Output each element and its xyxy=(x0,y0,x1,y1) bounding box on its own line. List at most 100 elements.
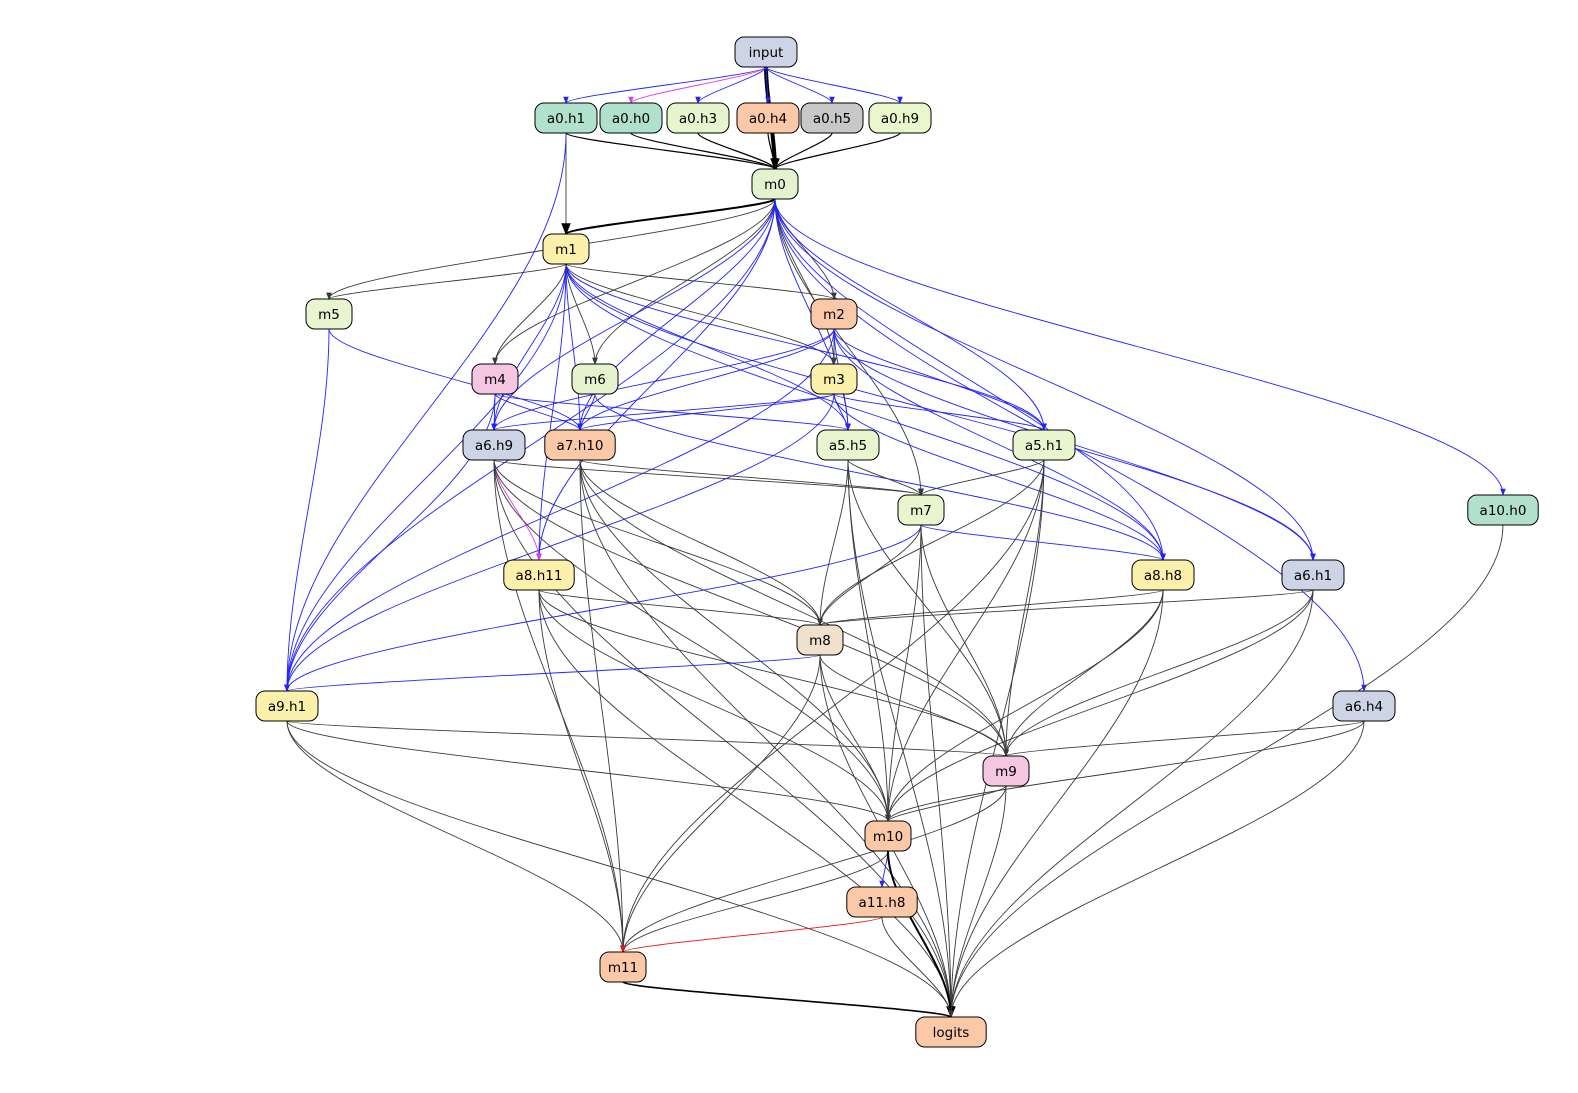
edge-m9-to-logits xyxy=(948,785,1007,1018)
node-a0-h4: a0.h4 xyxy=(736,102,800,134)
edge-a6.h4-to-m9 xyxy=(1003,720,1365,757)
node-a8-h11: a8.h11 xyxy=(503,559,575,591)
edge-m7-to-m9 xyxy=(920,524,1009,757)
node-box xyxy=(666,102,730,134)
node-logits: logits xyxy=(915,1016,987,1048)
edge-m0-to-a6.h1 xyxy=(774,198,1316,561)
edge-a11.h8-to-m11 xyxy=(620,916,883,953)
node-m8: m8 xyxy=(796,624,844,656)
node-a7-h10: a7.h10 xyxy=(544,429,616,461)
edge-a5.h5-to-m8 xyxy=(817,459,849,626)
edge-a10.h0-to-logits xyxy=(948,524,1504,1018)
edge-m4-to-a7.h10 xyxy=(494,393,583,431)
edge-a6.h1-to-m9 xyxy=(1003,589,1314,757)
node-m2: m2 xyxy=(810,298,858,330)
edge-a7.h10-to-m10 xyxy=(579,459,891,822)
node-label: a5.h1 xyxy=(1025,438,1063,454)
edge-a5.h1-to-m11 xyxy=(620,459,1045,953)
node-box xyxy=(810,298,858,330)
node-box xyxy=(534,102,598,134)
edge-m7-to-m10 xyxy=(885,524,922,822)
edge-m8-to-m9 xyxy=(819,654,1009,757)
node-label: logits xyxy=(933,1025,970,1041)
node-box xyxy=(599,951,647,983)
node-label: m2 xyxy=(823,307,845,323)
node-label: input xyxy=(749,45,784,61)
edge-m5-to-a9.h1 xyxy=(284,328,330,692)
edge-m0-to-a9.h1 xyxy=(284,198,776,692)
edge-m5-to-a7.h10 xyxy=(328,328,583,431)
edge-input-to-a0.h1 xyxy=(563,66,767,104)
node-label: a5.h5 xyxy=(829,438,867,454)
edge-a7.h10-to-m9 xyxy=(579,459,1009,757)
edge-a8.h11-to-logits xyxy=(538,589,954,1018)
node-box xyxy=(542,233,590,265)
edge-a7.h10-to-logits xyxy=(579,459,954,1018)
node-m6: m6 xyxy=(571,363,619,395)
edge-m0-to-a8.h11 xyxy=(536,198,776,561)
node-box xyxy=(734,36,798,68)
node-label: m5 xyxy=(318,307,340,323)
edge-a6.h4-to-m10 xyxy=(885,720,1365,822)
node-box xyxy=(800,102,864,134)
edge-a6.h9-to-m7 xyxy=(493,459,924,496)
edge-m9-to-m11 xyxy=(620,785,1007,953)
node-box xyxy=(868,102,932,134)
edge-m3-to-a5.h1 xyxy=(833,393,1047,431)
edge-m0-to-m2 xyxy=(774,198,837,300)
edge-a0.h1-to-m0 xyxy=(565,132,778,170)
edge-m11-to-logits xyxy=(622,981,954,1018)
node-label: m8 xyxy=(809,633,831,649)
edge-m1-to-m6 xyxy=(565,263,598,365)
edge-m0-to-a5.h1 xyxy=(774,198,1047,431)
edge-m1-to-a6.h9 xyxy=(491,263,567,431)
edge-m3-to-a6.h9 xyxy=(491,393,835,431)
node-box xyxy=(571,363,619,395)
node-label: a11.h8 xyxy=(859,895,906,911)
edge-a5.h5-to-m9 xyxy=(847,459,1009,757)
node-a6-h1: a6.h1 xyxy=(1281,559,1345,591)
node-box xyxy=(864,820,912,852)
edge-m3-to-a7.h10 xyxy=(577,393,835,431)
edge-a7.h10-to-m7 xyxy=(579,459,924,496)
node-box xyxy=(305,298,353,330)
node-label: a10.h0 xyxy=(1480,503,1527,519)
node-box xyxy=(544,429,616,461)
node-m10: m10 xyxy=(864,820,912,852)
node-a5-h1: a5.h1 xyxy=(1012,429,1076,461)
edge-m0-to-m7 xyxy=(774,198,924,496)
node-m11: m11 xyxy=(599,951,647,983)
node-m9: m9 xyxy=(982,755,1030,787)
edge-a6.h9-to-m9 xyxy=(493,459,1009,757)
node-box xyxy=(471,363,519,395)
node-label: m11 xyxy=(608,960,638,976)
node-a11-h8: a11.h8 xyxy=(846,886,918,918)
edge-m1-to-m3 xyxy=(565,263,837,365)
edge-m7-to-a8.h8 xyxy=(920,524,1166,561)
node-box xyxy=(1332,690,1396,722)
node-m3: m3 xyxy=(810,363,858,395)
node-a8-h8: a8.h8 xyxy=(1131,559,1195,591)
node-box xyxy=(915,1016,987,1048)
edge-m0-to-m4 xyxy=(492,198,776,365)
node-label: m7 xyxy=(910,503,932,519)
edges-layer xyxy=(284,66,1506,1019)
node-box xyxy=(462,429,526,461)
node-label: m4 xyxy=(484,372,506,388)
node-a0-h9: a0.h9 xyxy=(868,102,932,134)
edge-a5.h1-to-m9 xyxy=(1003,459,1045,757)
node-label: a0.h1 xyxy=(547,111,585,127)
node-a0-h3: a0.h3 xyxy=(666,102,730,134)
edge-a6.h1-to-m10 xyxy=(885,589,1314,822)
edge-m2-to-a8.h8 xyxy=(833,328,1166,561)
node-box xyxy=(1467,494,1539,526)
edge-a5.h1-to-logits xyxy=(948,459,1045,1018)
edge-m1-to-a8.h8 xyxy=(565,263,1166,561)
edge-input-to-a0.h9 xyxy=(765,66,903,104)
edge-a6.h9-to-m10 xyxy=(493,459,891,822)
edge-m10-to-m11 xyxy=(620,850,889,953)
edge-a7.h10-to-m8 xyxy=(579,459,823,626)
edge-a0.h9-to-m0 xyxy=(772,132,901,170)
edge-m2-to-a5.h1 xyxy=(833,328,1047,431)
